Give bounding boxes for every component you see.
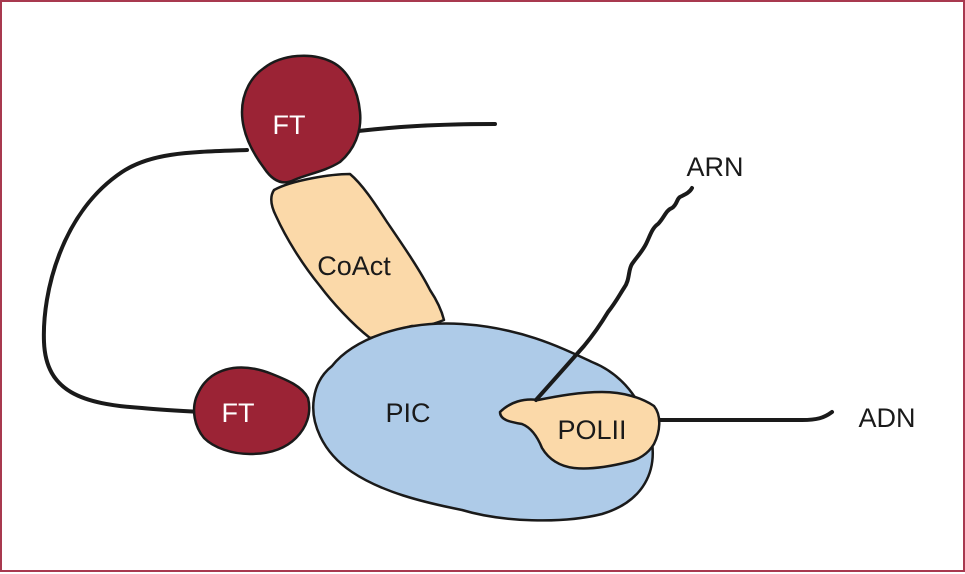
polii-label: POLII [557, 415, 626, 445]
arn-label: ARN [686, 152, 743, 182]
pic-shape [312, 322, 654, 522]
rna-strand [534, 186, 694, 402]
coactivator-label: CoAct [317, 251, 391, 281]
adn-label: ADN [858, 403, 915, 433]
ft-top-label: FT [273, 110, 306, 140]
ft-bottom-label: FT [222, 398, 255, 428]
dna-right-strand [655, 410, 834, 422]
pic-label: PIC [385, 398, 430, 428]
ft-bottom-shape [192, 366, 311, 456]
ft-top-shape [240, 54, 362, 184]
polii-shape [498, 390, 661, 470]
